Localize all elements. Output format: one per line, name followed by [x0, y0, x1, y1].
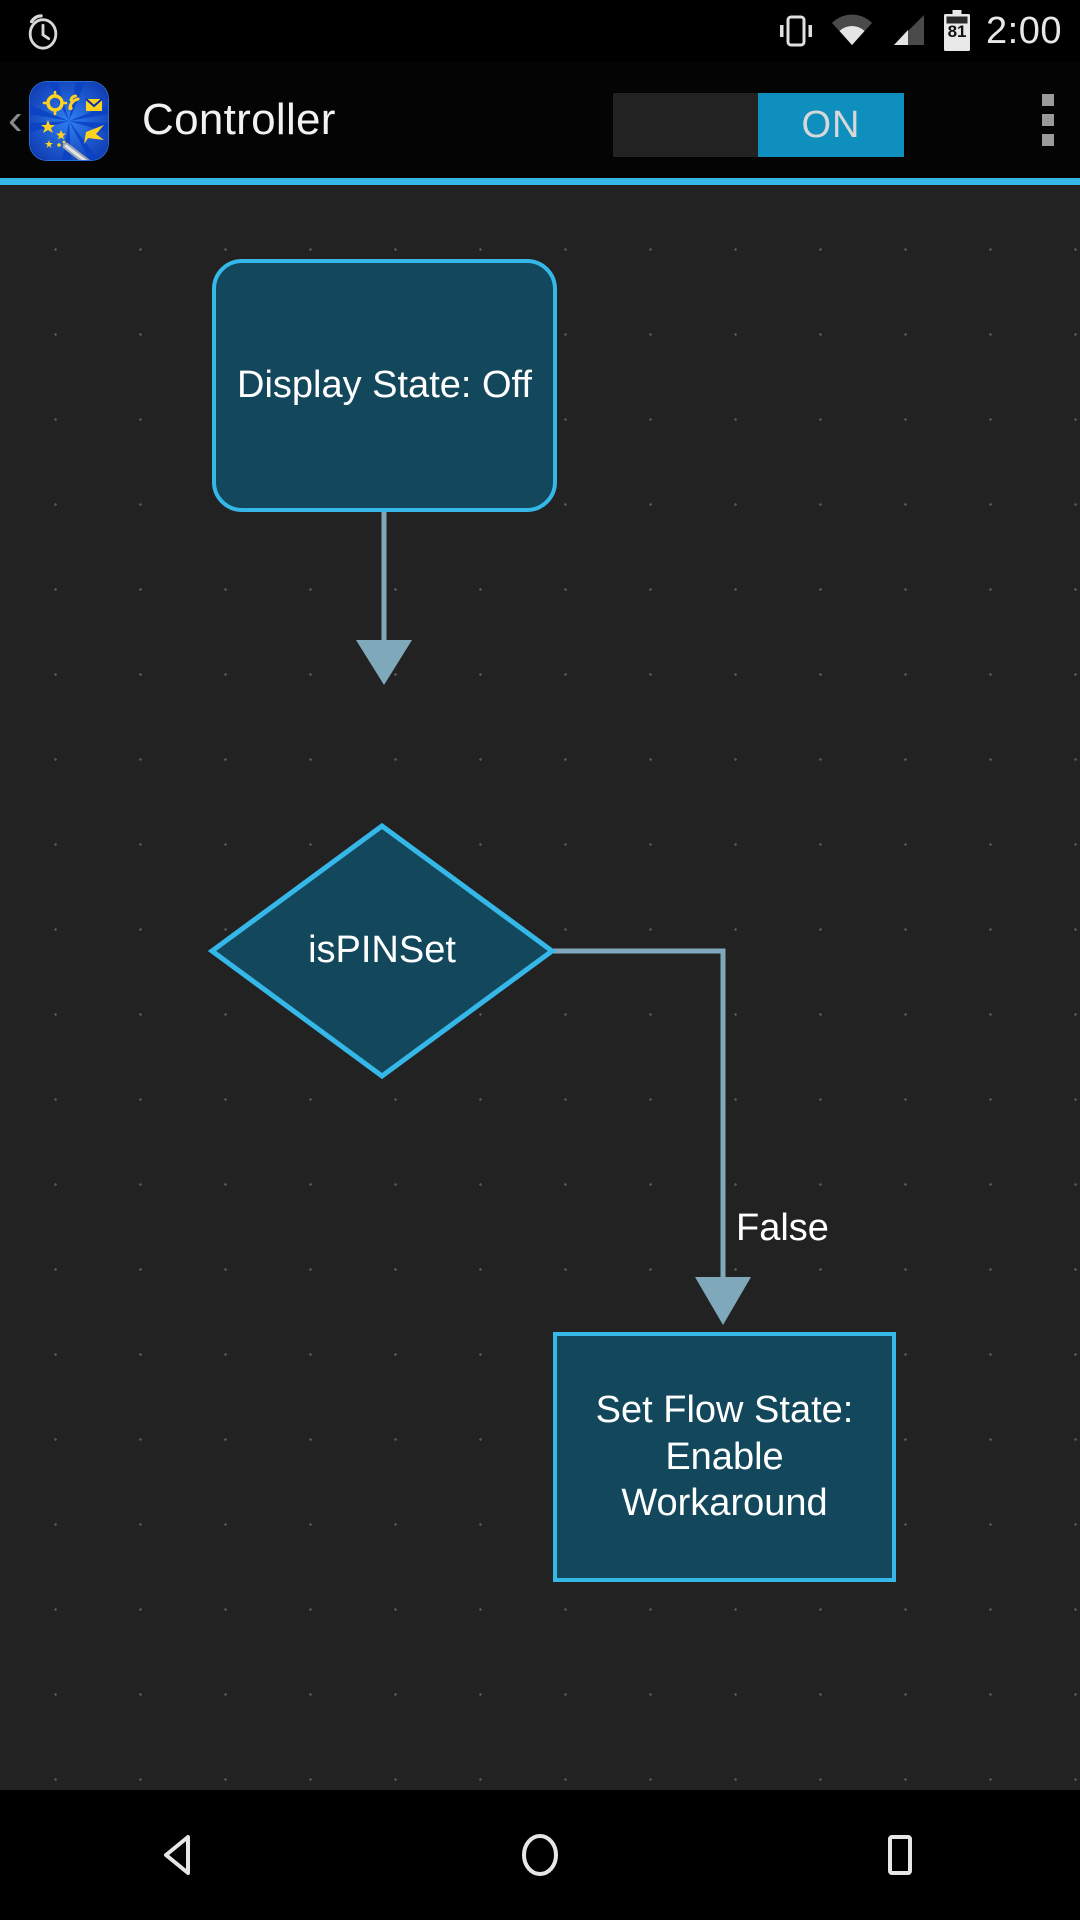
overflow-menu-icon[interactable]	[1042, 94, 1054, 146]
toggle-state-label[interactable]: ON	[758, 93, 904, 157]
wifi-signal-icon	[832, 14, 873, 45]
overflow-dot-3	[1042, 134, 1054, 146]
overflow-dot-2	[1042, 114, 1054, 126]
flow-connectors	[207, 512, 751, 1325]
connector-decision-to-action	[552, 948, 726, 1285]
app-bar-accent-divider	[0, 178, 1080, 185]
status-bar-right-cluster: 81 2:00	[776, 0, 1062, 62]
arrowhead-action	[695, 1277, 751, 1325]
home-circle-icon[interactable]	[470, 1790, 610, 1920]
battery-icon: 81	[942, 10, 972, 52]
node-line-3: Workaround	[621, 1482, 828, 1525]
node-display-state-label: Display State: Off	[237, 364, 532, 407]
node-set-flow-state[interactable]: Set Flow State: Enable Workaround	[553, 1332, 896, 1582]
edge-label-false: False	[736, 1207, 829, 1249]
overflow-dot-1	[1042, 94, 1054, 106]
cellular-signal-icon	[894, 15, 925, 45]
node-display-state[interactable]: Display State: Off	[212, 259, 557, 512]
toggle-track	[613, 93, 758, 157]
arrowhead-decision	[356, 640, 412, 685]
status-bar-clock: 2:00	[986, 10, 1062, 52]
node-line-2: Enable	[665, 1435, 784, 1478]
flow-enable-toggle[interactable]: ON	[612, 92, 905, 158]
app-bar: ‹	[0, 62, 1080, 178]
recents-square-icon[interactable]	[830, 1790, 970, 1920]
node-is-pin-set-label: isPINSet	[308, 929, 456, 971]
flow-canvas[interactable]: Display State: Off isPINSet False Set Fl…	[0, 185, 1080, 1790]
status-bar: 81 2:00	[0, 0, 1080, 62]
node-is-pin-set[interactable]	[207, 822, 557, 1080]
page-title: Controller	[142, 95, 336, 144]
back-navigation-icon[interactable]: ‹	[8, 95, 23, 144]
android-navigation-bar	[0, 1790, 1080, 1920]
alarm-clock-icon	[28, 14, 58, 50]
back-triangle-icon[interactable]	[110, 1790, 250, 1920]
node-set-flow-state-label: Set Flow State: Enable Workaround	[596, 1387, 854, 1526]
vibrate-icon	[780, 15, 813, 47]
battery-level-text: 81	[947, 22, 967, 41]
automation-app-icon[interactable]	[30, 82, 108, 160]
node-line-1: Set Flow State:	[595, 1389, 854, 1432]
